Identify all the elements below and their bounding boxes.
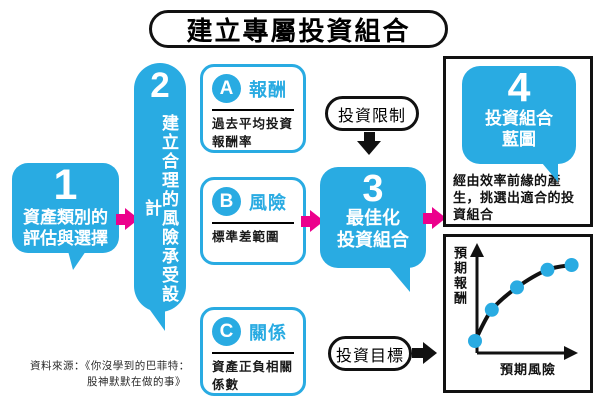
card-divider [212,352,294,354]
letter-badge-a: A [212,74,241,103]
factor-card-risk: B 風險 標準差範圍 [200,177,306,265]
factor-card-return: A 報酬 過去平均投資報酬率 [200,64,306,153]
letter-badge-b: B [212,187,241,216]
step-3-label-line1: 最佳化 [346,208,400,228]
investment-constraint-pill: 投資限制 [325,96,419,131]
step-4-label-line1: 投資組合 [485,109,553,128]
title-box: 建立專屬投資組合 [149,10,448,48]
card-body: 過去平均投資報酬率 [212,117,294,150]
source-line1: 資料來源：《你沒學到的巴菲特： [30,360,190,372]
investment-goal-pill: 投資目標 [328,336,412,371]
arrow-shaft [412,348,423,358]
card-header: B 風險 [212,187,294,216]
card-title: 風險 [249,192,287,213]
portfolio-point [468,334,482,348]
panel-caption: 經由效率前緣的產生，挑選出適合的投資組合 [453,173,575,222]
step-2-bubble: 2 建立合理的風險承受設計 [134,63,186,331]
arrow-shaft [116,213,125,225]
y-axis-label: 預期報酬 [452,246,467,306]
portfolio-point [484,302,499,317]
step-4-panel: 4 投資組合 藍圖 經由效率前緣的產生，挑選出適合的投資組合 [443,56,593,227]
step-3-label-line2: 投資組合 [337,229,409,250]
card-header: C 關係 [212,317,294,346]
speech-tail [542,163,558,182]
step-2-label: 建立合理的風險承受設計 [142,113,178,304]
letter-badge-c: C [212,317,241,346]
card-body: 資產正負相關係數 [212,360,294,393]
card-title: 報酬 [249,79,287,100]
factor-card-correlation: C 關係 資產正負相關係數 [200,307,306,396]
goal-label: 投資目標 [335,347,404,365]
frontier-curve [473,263,572,342]
step-4-number: 4 [507,64,531,110]
arrow-head [423,342,437,364]
portfolio-point [510,280,524,295]
step-1-label-line1: 資產類別的 [23,208,108,227]
step-4-bubble: 4 投資組合 藍圖 [462,64,576,182]
card-header: A 報酬 [212,74,294,103]
card-title: 關係 [249,322,287,343]
card-divider [212,109,294,111]
flow-arrow-goal-to-panel [412,342,437,364]
arrow-head [432,207,446,229]
step-1-label-line2: 評估與選擇 [23,229,108,249]
efficient-frontier-chart: 預期報酬 預期風險 [443,234,593,393]
x-axis-arrowhead [564,346,578,360]
step-4-label-line2: 藍圖 [502,130,536,150]
portfolio-point [564,258,579,272]
frontier-chart-svg [468,243,579,360]
arrow-shaft [423,212,432,224]
card-body: 標準差範圍 [212,230,280,244]
flow-arrow-constraint-to-step3 [357,132,381,155]
arrow-shaft [363,132,375,141]
page-title: 建立專屬投資組合 [186,15,411,46]
source-citation: 資料來源：《你沒學到的巴菲特： 股神默默在做的事》 [30,358,190,391]
speech-tail [150,310,165,331]
arrow-head [357,141,381,155]
frontier-curve-group [468,258,579,348]
step-1-number: 1 [53,161,78,209]
x-axis-label: 預期風險 [499,362,556,377]
source-line2: 股神默默在做的事》 [87,376,186,389]
speech-tail [388,266,410,292]
step-2-number: 2 [150,66,170,105]
portfolio-point [540,262,555,277]
speech-tail [68,251,86,270]
step-1-bubble: 1 資產類別的 評估與選擇 [12,161,119,270]
step-3-number: 3 [362,168,384,210]
flow-arrow-step3-to-step4 [423,207,446,229]
step-3-bubble: 3 最佳化 投資組合 [320,167,426,292]
constraint-label: 投資限制 [337,107,406,125]
card-divider [212,222,294,224]
arrow-shaft [301,215,310,227]
y-axis-arrowhead [470,243,484,257]
